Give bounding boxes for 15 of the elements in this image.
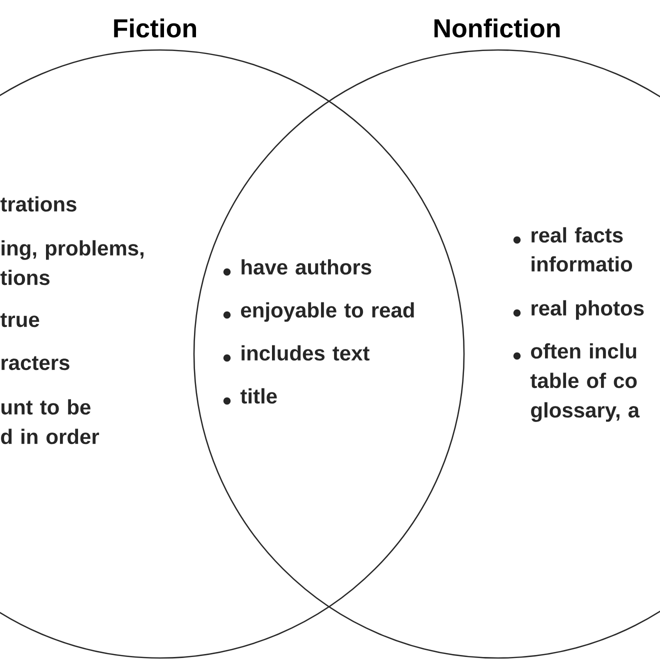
list-item: title — [240, 388, 277, 404]
list-item: real facts — [532, 227, 623, 243]
circle-title: Fiction — [114, 18, 196, 38]
list-item: true — [0, 313, 40, 328]
list-item: racters — [2, 356, 70, 370]
circle-title: Nonfiction — [434, 18, 560, 38]
list-item: real photos — [532, 300, 644, 320]
list-item: often inclu table of co glossary, a — [530, 343, 640, 422]
list-item: informatio — [532, 256, 632, 272]
list-item: unt to be d in order — [1, 399, 100, 444]
list-item: have authors — [242, 259, 372, 275]
list-item: trations — [0, 196, 76, 212]
list-item: ing, problems, tions — [0, 240, 144, 286]
list-item: enjoyable to read — [241, 302, 414, 322]
list-item: includes text — [242, 345, 370, 361]
